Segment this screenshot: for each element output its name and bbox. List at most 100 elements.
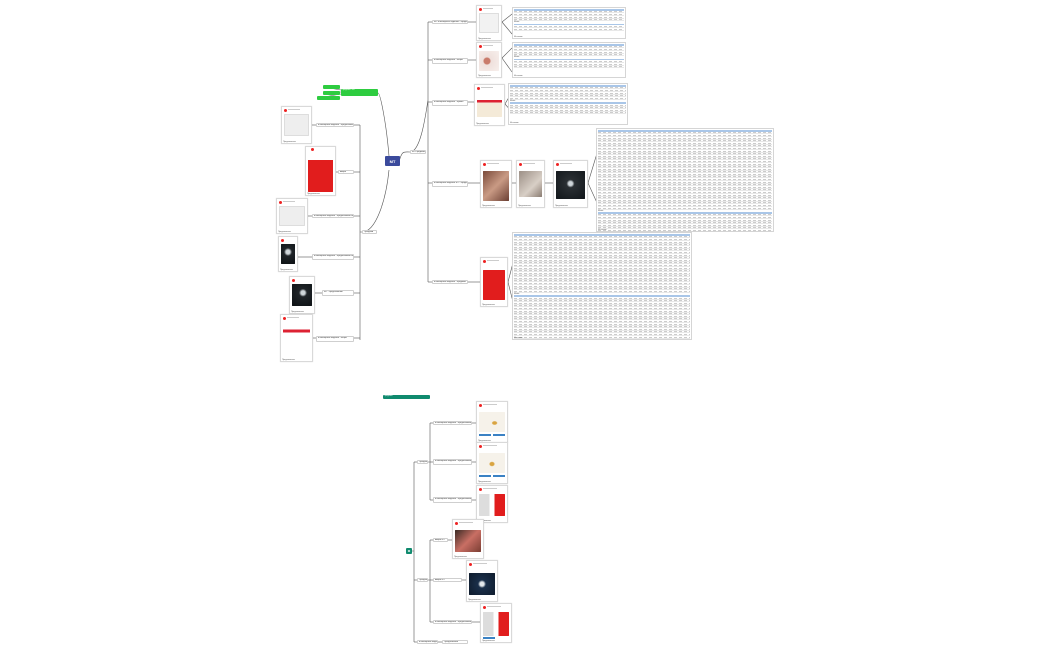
post-image <box>479 13 499 33</box>
topic-node[interactable]: Акция МТ <box>433 538 448 542</box>
footer-node-left[interactable]: Ювелирные изделия <box>417 640 438 644</box>
post-image <box>479 51 499 71</box>
topic-node[interactable]: МТ Ювелирные изделия - продажи <box>432 20 468 24</box>
green-node-small[interactable] <box>323 85 340 89</box>
card-caption: Предложение <box>478 519 491 522</box>
topic-node[interactable]: Ювелирные изделия - предложение МТ <box>312 254 354 260</box>
branch-node[interactable]: Продажи <box>417 460 428 464</box>
text-line <box>560 163 572 164</box>
green-node-small[interactable] <box>317 96 340 100</box>
topic-node[interactable]: Ювелирные изделия - предложение <box>433 620 472 624</box>
topic-node[interactable]: Ювелирные изделия - промо <box>432 100 468 106</box>
branch-node[interactable]: Продажи <box>417 578 428 582</box>
avatar <box>483 606 486 609</box>
post-image <box>469 573 495 595</box>
topic-node[interactable]: Ювелирные изделия - предложение <box>433 497 472 503</box>
avatar <box>281 239 284 242</box>
topic-node[interactable]: Ювелирные изделия - предложение <box>316 123 354 127</box>
post-card[interactable]: Предложение <box>476 442 508 484</box>
post-card[interactable]: Предложение <box>480 257 508 307</box>
card-caption: Предложение <box>478 37 491 40</box>
card-caption: Предложение <box>555 204 568 207</box>
post-image <box>483 270 505 300</box>
text-line <box>459 522 473 523</box>
table-group-label: Итого <box>514 292 520 295</box>
text-line <box>483 445 497 446</box>
card-caption: Предложение <box>518 204 531 207</box>
post-image <box>479 412 505 432</box>
topic-node[interactable]: Ювелирные изделия - предложение <box>433 421 472 425</box>
action-button[interactable] <box>479 434 491 436</box>
post-card[interactable]: Предложение <box>516 160 545 208</box>
post-card[interactable]: Предложение <box>480 603 512 643</box>
text-line <box>487 260 499 261</box>
topic-node[interactable]: Ювелирные изделия - продажи <box>432 280 468 284</box>
branch-node-right[interactable]: МТ/Продажи <box>410 150 426 154</box>
card-caption: Предложение <box>283 140 296 143</box>
avatar <box>479 404 482 407</box>
action-button[interactable] <box>493 475 505 477</box>
topic-node[interactable]: МТ - предложение <box>322 290 354 296</box>
topic-node[interactable]: Ювелирные изделия - предложение МТ <box>312 214 354 218</box>
topic-node[interactable]: Ювелирные изделия МТ - продажи <box>432 181 468 187</box>
table-caption: Источник <box>514 74 523 77</box>
post-card[interactable]: Предложение <box>476 5 502 41</box>
post-image <box>279 206 305 226</box>
text-line <box>481 87 493 88</box>
avatar <box>477 87 480 90</box>
text-line <box>287 317 299 318</box>
avatar <box>469 563 472 566</box>
post-image <box>556 171 585 199</box>
green-node-small[interactable] <box>323 91 340 95</box>
post-card[interactable]: Предложение <box>452 519 484 559</box>
post-card[interactable]: Предложение <box>480 160 512 208</box>
action-button[interactable] <box>479 475 491 477</box>
post-card[interactable]: Предложение <box>280 314 313 362</box>
post-card[interactable]: Предложение <box>474 84 505 126</box>
topic-node[interactable]: Ювелирные изделия - акция <box>432 58 468 64</box>
central-node-bottom[interactable]: М <box>406 548 412 554</box>
post-image <box>479 494 505 516</box>
post-card[interactable]: Предложение <box>276 198 308 234</box>
post-card[interactable]: Предложение <box>476 401 508 443</box>
post-card[interactable]: Предложение <box>466 560 498 602</box>
text-line <box>487 606 501 607</box>
post-image <box>479 453 505 473</box>
card-caption: Предложение <box>278 230 291 233</box>
post-card[interactable]: Предложение <box>278 236 298 272</box>
topic-node[interactable]: Ювелирные изделия - акция <box>316 336 354 342</box>
post-card[interactable]: Предложение <box>289 276 315 314</box>
green-node-main[interactable]: Продажи - МТ <box>341 89 378 96</box>
post-image <box>483 612 509 636</box>
text-line <box>483 488 497 489</box>
card-caption: Предложение <box>482 204 495 207</box>
table-group-label: Итого <box>514 21 520 24</box>
avatar <box>292 279 295 282</box>
post-image <box>483 171 509 201</box>
post-card[interactable]: Предложение <box>305 146 336 196</box>
text-line <box>473 563 487 564</box>
table-group-label: Итого <box>514 56 520 59</box>
topic-node[interactable]: Акция МТ <box>433 578 462 582</box>
section-title-bar[interactable]: Продажи <box>383 395 430 399</box>
card-caption: Предложение <box>468 598 481 601</box>
avatar <box>283 317 286 320</box>
central-node-mt[interactable]: MT <box>385 156 400 166</box>
topic-node[interactable]: Акция <box>338 170 354 174</box>
topic-node[interactable]: Ювелирные изделия - предложение <box>433 459 472 465</box>
post-card[interactable]: Предложение <box>476 42 502 78</box>
pivot-table: Итого Источник <box>512 232 692 340</box>
table-group-label: Итого <box>510 99 516 102</box>
action-button[interactable] <box>493 434 505 436</box>
post-card[interactable]: Предложение <box>476 485 508 523</box>
card-caption: Предложение <box>307 192 320 195</box>
post-card[interactable]: Предложение <box>553 160 588 208</box>
footer-node-right[interactable]: Предложение <box>442 640 468 644</box>
text-line <box>483 404 497 405</box>
post-card[interactable]: Предложение <box>281 106 312 144</box>
branch-node-left[interactable]: Продажи <box>362 230 377 234</box>
card-caption: Предложение <box>476 122 489 125</box>
action-button[interactable] <box>483 637 495 639</box>
card-caption: Предложение <box>280 268 293 271</box>
avatar <box>556 163 559 166</box>
